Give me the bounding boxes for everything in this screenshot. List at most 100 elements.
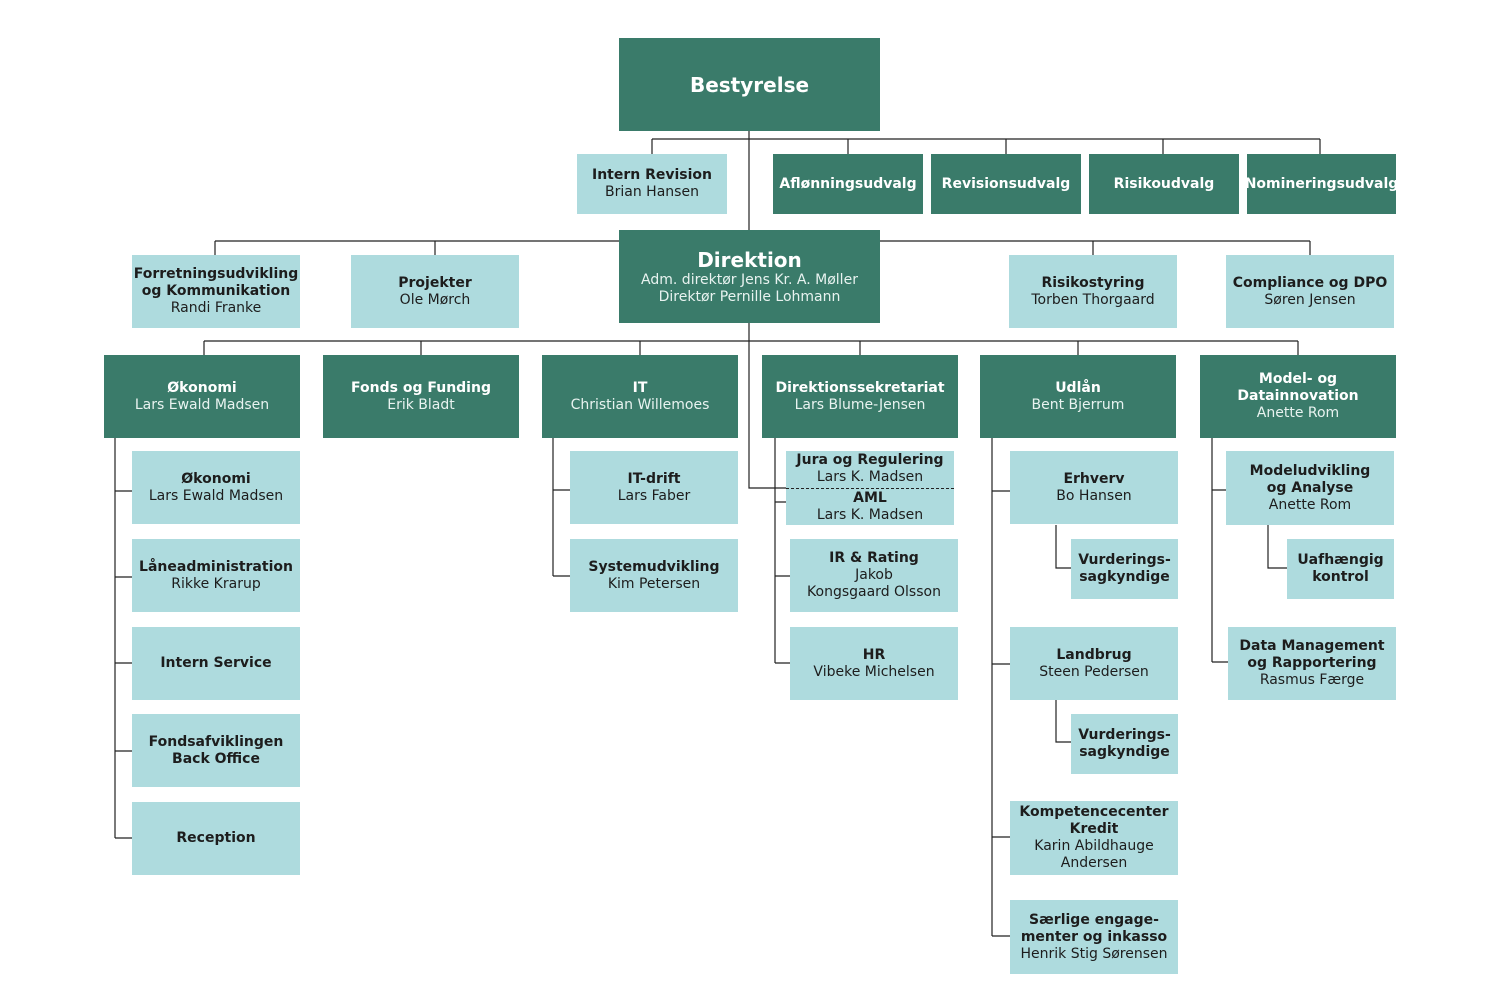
committee-revisionsudvalg: Revisionsudvalg	[931, 154, 1081, 214]
unit-title: HR	[862, 646, 886, 663]
committee-risikoudvalg: Risikoudvalg	[1089, 154, 1239, 214]
staff-compliance: Compliance og DPO Søren Jensen	[1226, 255, 1394, 328]
unit-uafhaengig-kontrol: Uafhængig kontrol	[1287, 539, 1394, 599]
unit-person: Henrik Stig Sørensen	[1020, 945, 1168, 962]
committee-title: Risikoudvalg	[1113, 175, 1215, 192]
unit-person: Vibeke Michelsen	[813, 663, 935, 680]
unit-reception: Reception	[132, 802, 300, 875]
board-box: Bestyrelse	[619, 38, 880, 131]
staff-person: Ole Mørch	[399, 291, 471, 308]
unit-hr: HR Vibeke Michelsen	[790, 627, 958, 700]
board-title: Bestyrelse	[689, 72, 810, 97]
dept-title: Økonomi	[167, 379, 237, 396]
unit-aml: AML Lars K. Madsen	[786, 489, 954, 526]
staff-title: Compliance og DPO	[1232, 274, 1388, 291]
unit-intern-service: Intern Service	[132, 627, 300, 700]
dept-person: Lars Ewald Madsen	[134, 396, 270, 413]
committee-nomineringsudvalg: Nomineringsudvalg	[1247, 154, 1396, 214]
staff-projekter: Projekter Ole Mørch	[351, 255, 519, 328]
unit-saerlige-engagementer: Særlige engage- menter og inkasso Henrik…	[1010, 900, 1178, 974]
unit-person: Karin Abildhauge Andersen	[1034, 838, 1154, 871]
committee-intern-revision: Intern Revision Brian Hansen	[577, 154, 727, 214]
committee-title: Nomineringsudvalg	[1247, 175, 1396, 192]
unit-jura-aml: Jura og Regulering Lars K. Madsen AML La…	[786, 451, 954, 525]
unit-person: Lars K. Madsen	[816, 469, 924, 486]
unit-person: Lars Ewald Madsen	[148, 487, 284, 504]
unit-title: Låneadministration	[139, 558, 293, 575]
unit-landbrug: Landbrug Steen Pedersen	[1010, 627, 1178, 700]
committee-title: Aflønningsudvalg	[779, 175, 917, 192]
unit-title: Vurderings- sagkyndige	[1078, 727, 1171, 760]
unit-person: Anette Rom	[1268, 496, 1352, 513]
unit-title: Erhverv	[1063, 470, 1125, 487]
dept-person: Erik Bladt	[387, 396, 455, 413]
unit-person: Kim Petersen	[607, 575, 701, 592]
management-title: Direktion	[697, 247, 802, 272]
unit-laneadministration: Låneadministration Rikke Krarup	[132, 539, 300, 612]
dept-it: IT Christian Willemoes	[542, 355, 738, 438]
unit-title: Landbrug	[1056, 646, 1132, 663]
dept-fonds-og-funding: Fonds og Funding Erik Bladt	[323, 355, 519, 438]
unit-person: Lars K. Madsen	[816, 506, 924, 523]
unit-title: IR & Rating	[829, 550, 919, 566]
unit-title: Vurderings- sagkyndige	[1078, 552, 1171, 585]
staff-title: Projekter	[398, 274, 472, 291]
committee-title: Intern Revision	[591, 167, 713, 183]
management-box: Direktion Adm. direktør Jens Kr. A. Møll…	[619, 230, 880, 323]
dept-person: Bent Bjerrum	[1031, 396, 1125, 413]
unit-title: Intern Service	[160, 655, 272, 671]
dept-title: IT	[632, 379, 648, 396]
unit-title: Kompetencecenter Kredit	[1019, 804, 1169, 837]
unit-person: Steen Pedersen	[1039, 663, 1149, 680]
staff-person: Søren Jensen	[1264, 291, 1356, 308]
staff-title: Risikostyring	[1041, 274, 1145, 291]
unit-title: Reception	[176, 830, 256, 846]
unit-jura-og-regulering: Jura og Regulering Lars K. Madsen	[786, 451, 954, 489]
unit-title: Fondsafviklingen Back Office	[148, 733, 284, 767]
dept-okonomi: Økonomi Lars Ewald Madsen	[104, 355, 300, 438]
management-line-1: Adm. direktør Jens Kr. A. Møller	[641, 271, 858, 288]
unit-title: IT-drift	[627, 470, 681, 487]
unit-data-management: Data Management og Rapportering Rasmus F…	[1228, 627, 1396, 700]
committee-title: Revisionsudvalg	[941, 175, 1071, 192]
management-line-2: Direktør Pernille Lohmann	[658, 288, 841, 305]
unit-person: Rasmus Færge	[1259, 672, 1365, 688]
unit-systemudvikling: Systemudvikling Kim Petersen	[570, 539, 738, 612]
unit-modeludvikling: Modeludvikling og Analyse Anette Rom	[1226, 451, 1394, 525]
unit-title: Økonomi	[181, 470, 251, 487]
dept-title: Model- og Datainnovation	[1237, 371, 1359, 404]
unit-fondsafviklingen: Fondsafviklingen Back Office	[132, 714, 300, 787]
unit-vurderingssagkyndige-landbrug: Vurderings- sagkyndige	[1071, 714, 1178, 774]
unit-title: Særlige engage- menter og inkasso	[1020, 911, 1168, 945]
unit-title: Data Management og Rapportering	[1239, 638, 1385, 671]
dept-person: Anette Rom	[1256, 405, 1340, 421]
unit-person: Lars Faber	[617, 487, 691, 504]
staff-risikostyring: Risikostyring Torben Thorgaard	[1009, 255, 1177, 328]
committee-person: Brian Hansen	[605, 184, 699, 200]
unit-vurderingssagkyndige-erhverv: Vurderings- sagkyndige	[1071, 539, 1178, 599]
unit-person: Rikke Krarup	[171, 575, 261, 592]
unit-okonomi: Økonomi Lars Ewald Madsen	[132, 451, 300, 524]
dept-model-og-datainnovation: Model- og Datainnovation Anette Rom	[1200, 355, 1396, 438]
dept-person: Christian Willemoes	[570, 396, 710, 413]
unit-kompetencecenter-kredit: Kompetencecenter Kredit Karin Abildhauge…	[1010, 801, 1178, 875]
unit-person: Bo Hansen	[1056, 487, 1132, 504]
dept-person: Lars Blume-Jensen	[794, 396, 926, 413]
staff-person: Randi Franke	[170, 300, 262, 316]
dept-udlan: Udlån Bent Bjerrum	[980, 355, 1176, 438]
unit-title: AML	[853, 489, 887, 506]
unit-ir-rating: IR & Rating Jakob Kongsgaard Olsson	[790, 539, 958, 612]
unit-title: Systemudvikling	[588, 558, 720, 575]
dept-title: Udlån	[1055, 379, 1101, 396]
dept-title: Direktionssekretariat	[775, 379, 945, 396]
committee-aflonningsudvalg: Aflønningsudvalg	[773, 154, 923, 214]
unit-person: Jakob Kongsgaard Olsson	[807, 567, 941, 600]
staff-person: Torben Thorgaard	[1031, 291, 1155, 308]
dept-direktionssekretariat: Direktionssekretariat Lars Blume-Jensen	[762, 355, 958, 438]
unit-erhverv: Erhverv Bo Hansen	[1010, 451, 1178, 524]
unit-title: Modeludvikling og Analyse	[1249, 462, 1371, 496]
staff-forretningsudvikling: Forretningsudvikling og Kommunikation Ra…	[132, 255, 300, 328]
dept-title: Fonds og Funding	[351, 379, 491, 396]
unit-title: Jura og Regulering	[796, 452, 944, 469]
